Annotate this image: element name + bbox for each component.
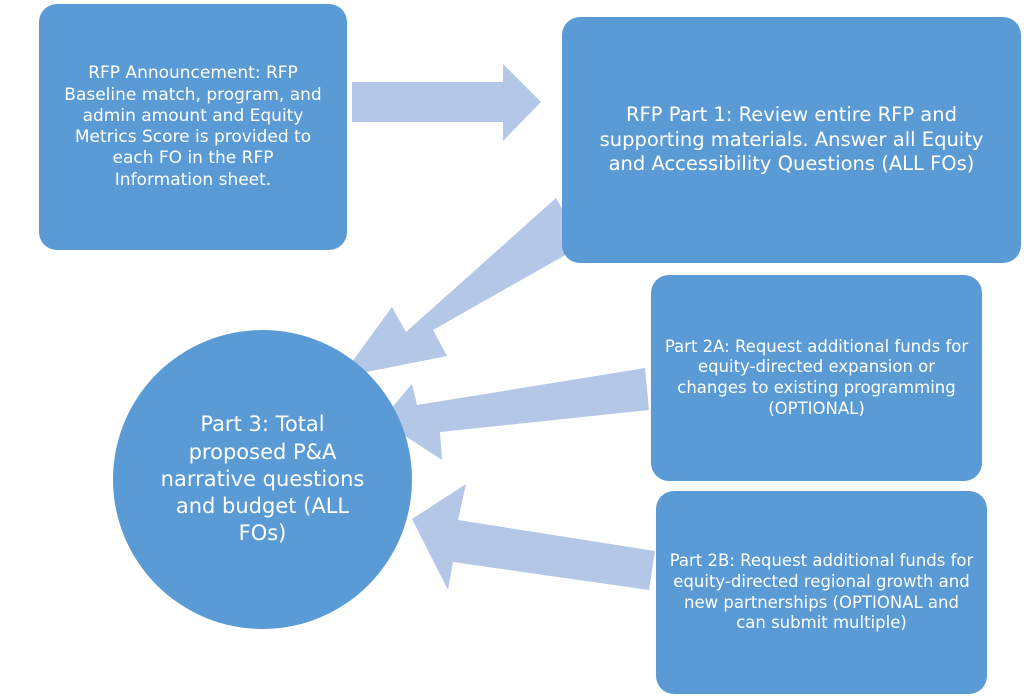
arrow-part1-to-part3 bbox=[341, 198, 583, 377]
rfp-announcement-box: RFP Announcement: RFP Baseline match, pr… bbox=[39, 4, 347, 250]
part2b-box: Part 2B: Request additional funds for eq… bbox=[656, 491, 987, 694]
part2a-text: Part 2A: Request additional funds for eq… bbox=[664, 336, 969, 418]
part3-circle: Part 3: Total proposed P&A narrative que… bbox=[113, 330, 412, 629]
part3-text: Part 3: Total proposed P&A narrative que… bbox=[160, 412, 365, 546]
rfp-announcement-text: RFP Announcement: RFP Baseline match, pr… bbox=[64, 63, 322, 190]
part2a-box: Part 2A: Request additional funds for eq… bbox=[651, 275, 982, 481]
rfp-part1-box: RFP Part 1: Review entire RFP and suppor… bbox=[562, 17, 1021, 263]
rfp-part1-text: RFP Part 1: Review entire RFP and suppor… bbox=[599, 103, 984, 176]
arrow-announcement-to-part1 bbox=[352, 64, 541, 141]
arrow-part2a-to-part3 bbox=[381, 368, 649, 460]
part2b-text: Part 2B: Request additional funds for eq… bbox=[669, 551, 974, 633]
arrow-part2b-to-part3 bbox=[412, 484, 655, 590]
